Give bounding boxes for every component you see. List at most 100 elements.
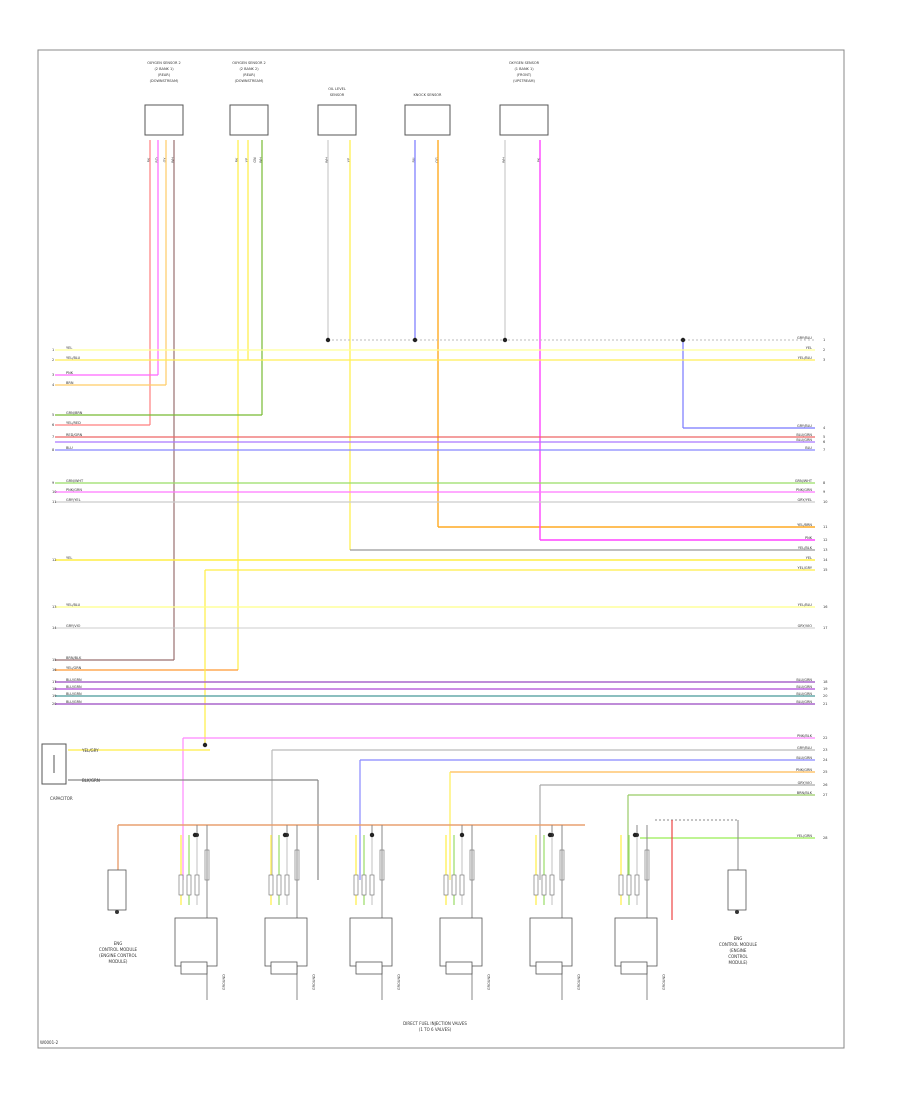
right-wire-label: YEL/GRN — [797, 834, 813, 838]
right-wire-pin: 2 — [823, 348, 825, 352]
junction-dot — [680, 337, 686, 343]
left-wire-label: GRN/BRN — [66, 411, 83, 415]
injector-3: GROUND — [349, 825, 401, 1000]
injector-6: GROUND — [614, 825, 666, 1000]
component-c5-pin-label: PK — [537, 157, 541, 162]
right-wire-label: BLU/GRN — [796, 692, 812, 696]
injector-pin — [194, 874, 200, 896]
right-wire-pin: 9 — [823, 490, 825, 494]
left-ecm-connector — [107, 869, 127, 911]
right-wire-label: GRY/BLU — [797, 336, 812, 340]
component-c4-pin-label: BU — [412, 157, 416, 162]
left-wire-pin: 17 — [52, 680, 56, 684]
injector-body — [264, 917, 308, 967]
injector-body — [174, 917, 218, 967]
component-c1-pin-label: WH — [171, 157, 175, 163]
junction-dot — [369, 832, 375, 838]
left-wire-pin: 12 — [52, 558, 56, 562]
injector-ground-label: GROUND — [577, 974, 581, 990]
injector-body — [529, 917, 573, 967]
junction-dot — [632, 832, 638, 838]
injector-2: GROUND — [264, 825, 316, 1000]
right-wire-pin: 13 — [823, 548, 827, 552]
right-wire-label: BLU/GRN — [796, 433, 812, 437]
injector-pin — [618, 874, 624, 896]
junction-dot — [325, 337, 331, 343]
component-c2-pin-label: BK — [235, 157, 239, 162]
left-wire-label: YEL/RED — [66, 421, 81, 425]
component-c2-box — [229, 104, 269, 136]
right-wire-pin: 28 — [823, 836, 827, 840]
left-wire-pin: 2 — [52, 358, 54, 362]
right-wire-pin: 7 — [823, 448, 825, 452]
right-wire-pin: 22 — [823, 736, 827, 740]
injector-pin — [549, 874, 555, 896]
right-wire-label: GRY/BLU — [797, 424, 812, 428]
injector-pin — [533, 874, 539, 896]
right-wire-label: GRY/VIO — [798, 624, 813, 628]
injector-pin — [459, 874, 465, 896]
right-wire-pin: 14 — [823, 558, 828, 562]
right-wire-pin: 1 — [823, 338, 825, 342]
injector-ground-label: GROUND — [312, 974, 316, 990]
right-wire-pin: 27 — [823, 793, 827, 797]
left-wire-label: BRN/BLK — [66, 656, 82, 660]
right-wire-label: BLU — [805, 446, 812, 450]
right-wire-pin: 19 — [823, 687, 827, 691]
left-wire-pin: 6 — [52, 423, 54, 427]
left-wire-pin: 20 — [52, 702, 56, 706]
right-ecm-connector — [727, 869, 747, 911]
injector-pin — [268, 874, 274, 896]
left-bottom-label-4: MODULE) — [109, 959, 128, 964]
right-wire-label: PNK/GRN — [796, 488, 812, 492]
right-wire-label: PNK/GRN — [796, 768, 812, 772]
labels: YEL1YEL/BLU2PNK3BRN4GRN/BRN5YEL/RED6RED/… — [52, 336, 828, 840]
right-wire-pin: 10 — [823, 500, 827, 504]
junctions — [192, 337, 686, 838]
injector-coil — [445, 961, 473, 975]
right-wire-label: YEL/GRY — [797, 566, 812, 570]
injector-coil — [270, 961, 298, 975]
right-wire-label: BLU/GRN — [796, 678, 812, 682]
right-wire-pin: 26 — [823, 783, 827, 787]
left-wire-label: BRN — [66, 381, 74, 385]
right-wire-label: BLU/GRN — [796, 685, 812, 689]
left-wire-label: GRY/YEL — [66, 498, 81, 502]
right-wire-pin: 16 — [823, 605, 827, 609]
right-bottom-label-5: MODULE) — [729, 960, 748, 965]
right-wire-pin: 6 — [823, 440, 825, 444]
injector-pin — [178, 874, 184, 896]
left-wire-pin: 1 — [52, 348, 54, 352]
right-wire-label: YEL/BLK — [798, 546, 813, 550]
right-wire-pin: 17 — [823, 626, 827, 630]
left-wire-label: BLU/GRN — [66, 685, 82, 689]
left-wire-label: BLU — [66, 446, 73, 450]
right-wire-label: BLU/GRN — [796, 438, 812, 442]
right-wire-label: GRN/WHT — [795, 479, 813, 483]
component-c2-label: (2 BANK 2) — [239, 67, 259, 71]
component-c3-pin-label: YE — [347, 158, 351, 162]
right-wire-label: GRY/YEL — [797, 498, 812, 502]
component-c4-box — [404, 104, 451, 136]
component-c5-label: (UPSTREAM) — [513, 79, 535, 83]
left-wire-label: PNK — [66, 371, 74, 375]
injector-body — [439, 917, 483, 967]
junction-dot — [192, 832, 198, 838]
component-c5-label: (1 BANK 1) — [514, 67, 534, 71]
capacitor-wire-label-2: BLK/GRN — [82, 778, 100, 783]
injector-5: GROUND — [529, 825, 581, 1000]
left-wire-pin: 18 — [52, 687, 56, 691]
left-ecm-connector-splice — [115, 910, 119, 914]
right-wire-pin: 18 — [823, 680, 827, 684]
injector-4: GROUND — [439, 825, 491, 1000]
left-bottom-label-1: ENG — [114, 941, 123, 946]
injector-pin — [361, 874, 367, 896]
right-wire-pin: 8 — [823, 481, 825, 485]
right-wire-pin: 23 — [823, 748, 827, 752]
left-wire-pin: 3 — [52, 373, 54, 377]
component-c2-pin-label: WH — [259, 157, 263, 163]
junction-dot — [459, 832, 465, 838]
component-c1-label: (2 BANK 1) — [154, 67, 174, 71]
